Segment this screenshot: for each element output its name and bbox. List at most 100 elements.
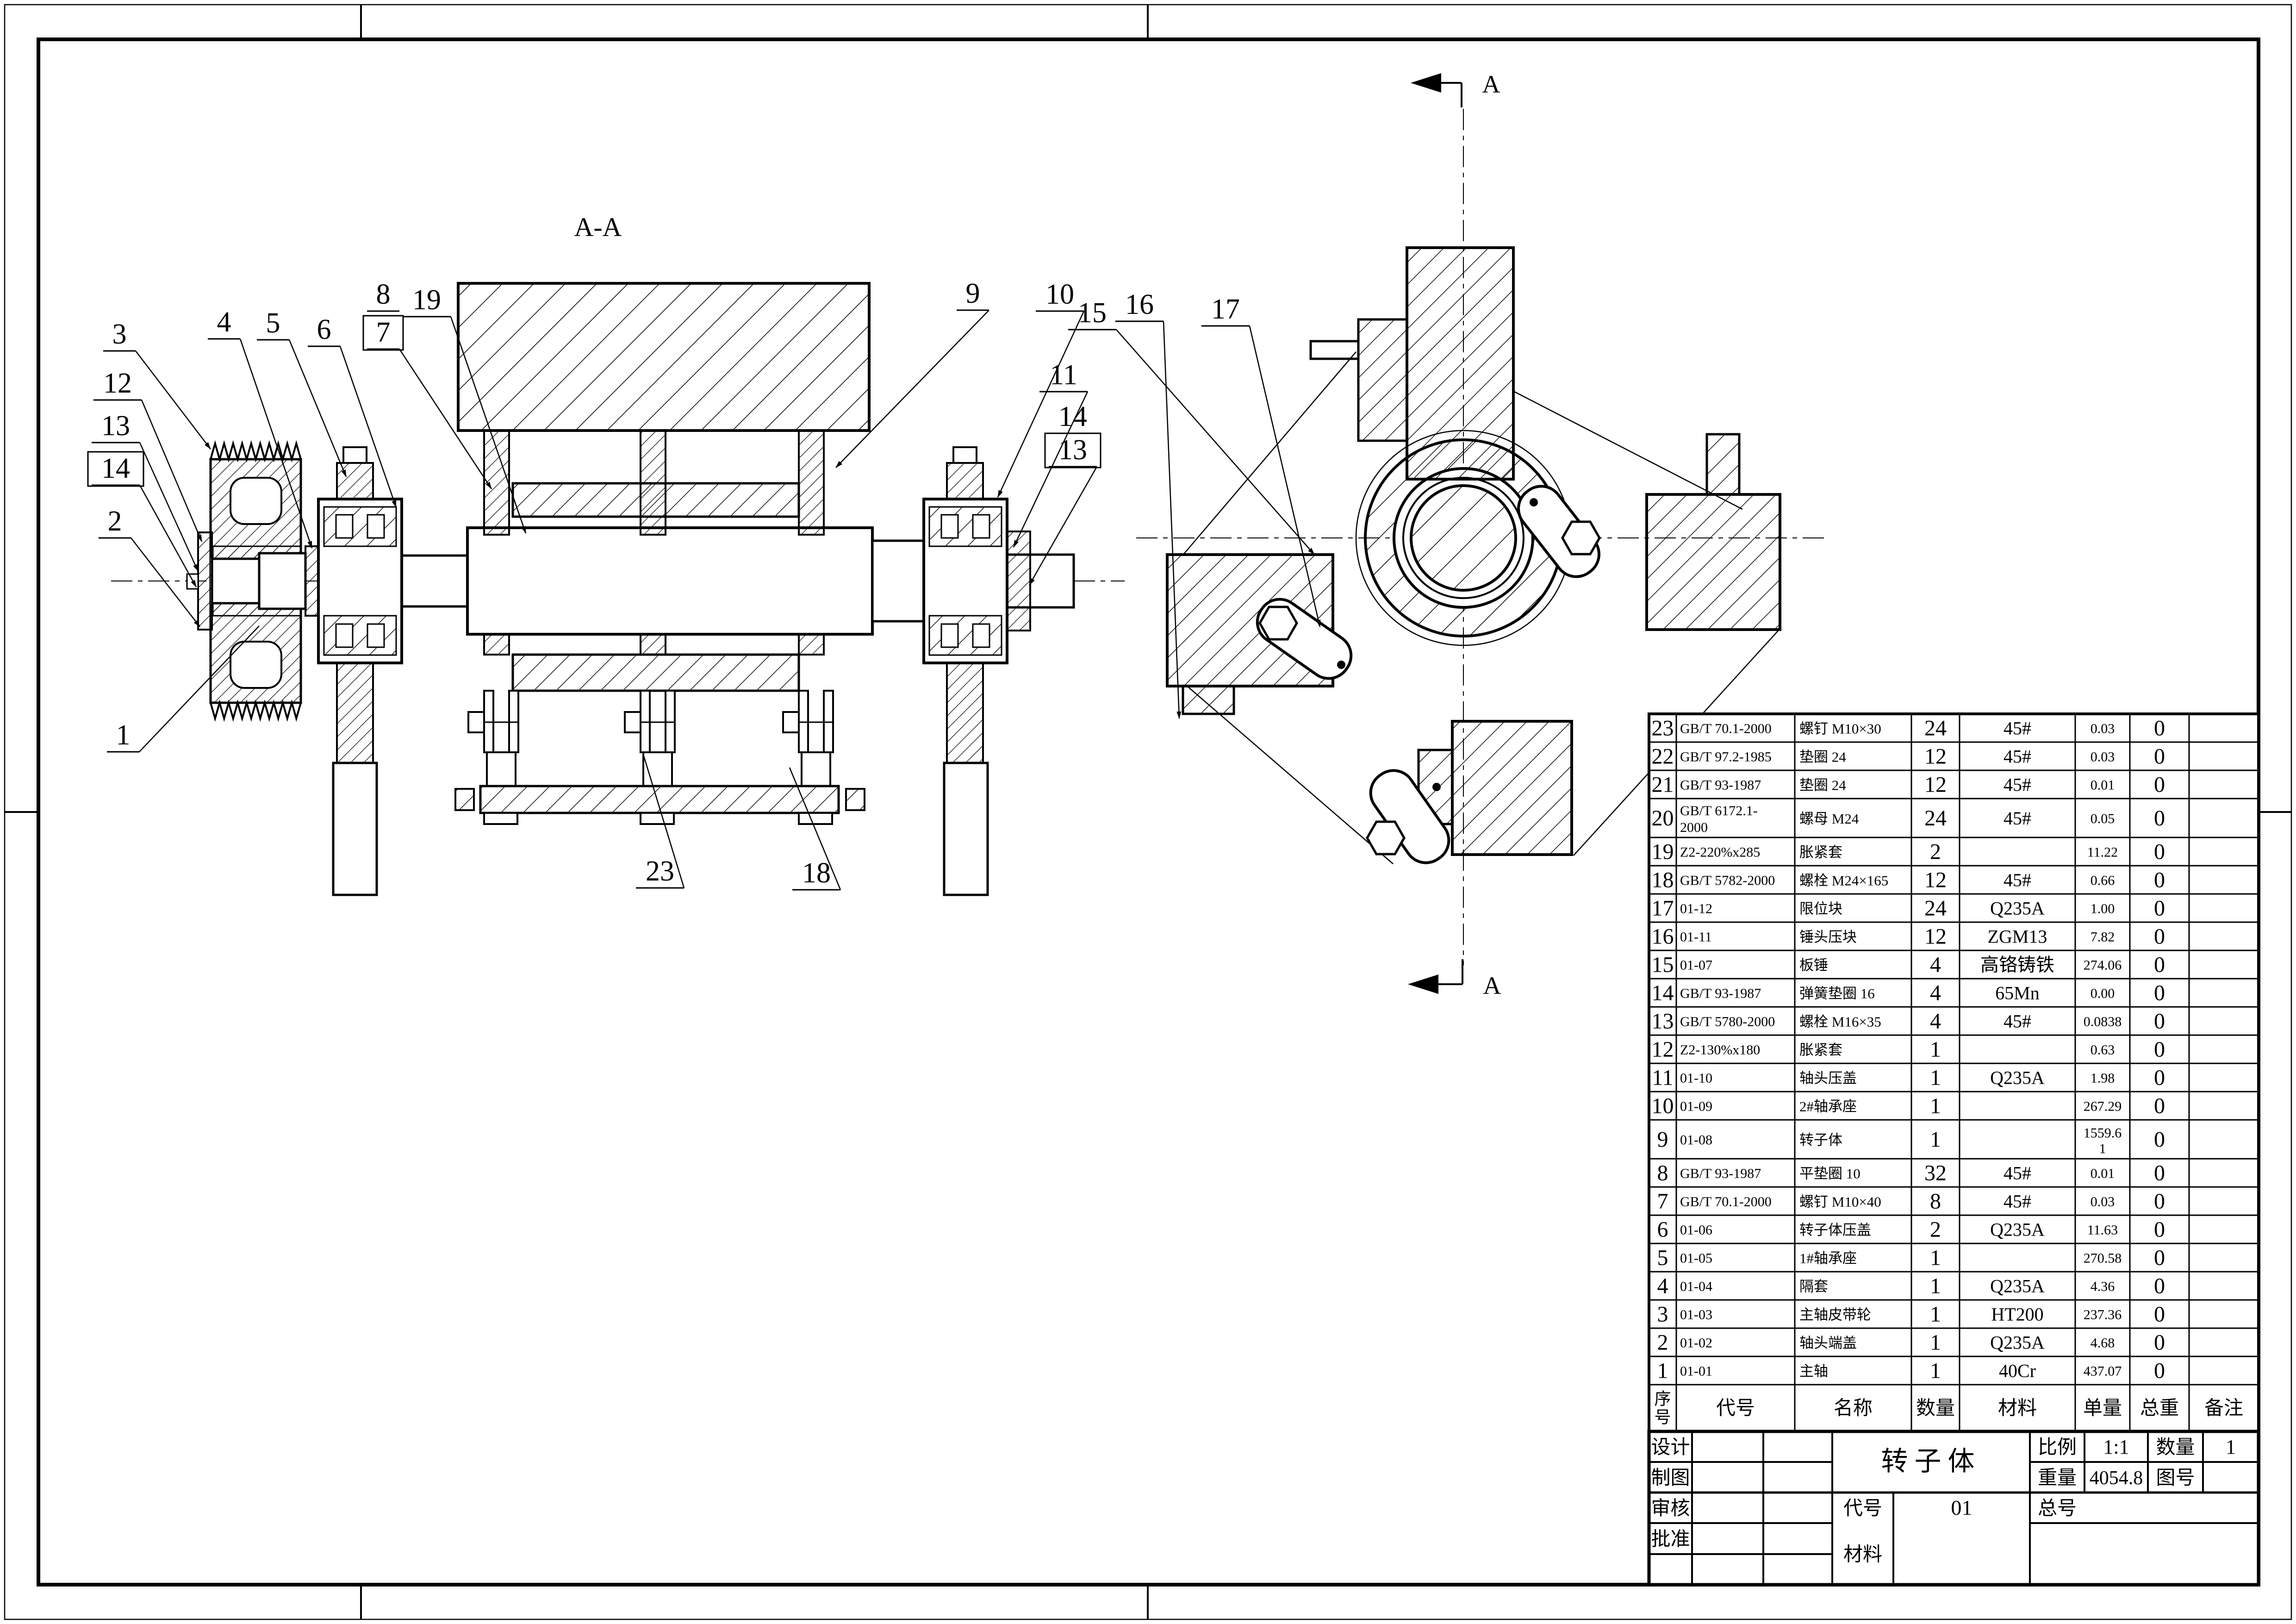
svg-text:GB/T 5780-2000: GB/T 5780-2000 [1680,1014,1775,1030]
svg-text:0: 0 [2154,840,2165,864]
svg-text:0: 0 [2154,1330,2165,1355]
callout-11: 11 [1013,359,1089,548]
callout-5: 5 [257,307,347,477]
callout-number: 1 [116,719,131,751]
svg-text:40Cr: 40Cr [1999,1361,2036,1381]
bolt-head [624,711,641,733]
section-arrowhead [1408,974,1438,994]
callout-14: 14 [87,451,197,587]
bolt-head [467,711,485,733]
section-letter: A [1482,70,1500,98]
svg-text:8: 8 [1657,1161,1668,1186]
svg-text:45#: 45# [2004,808,2031,829]
svg-text:4: 4 [1657,1274,1668,1299]
svg-text:GB/T 93-1987: GB/T 93-1987 [1680,1166,1761,1181]
svg-text:01-05: 01-05 [1680,1251,1712,1266]
svg-text:HT200: HT200 [1991,1304,2043,1325]
svg-text:垫圈 24: 垫圈 24 [1799,777,1846,793]
svg-text:16: 16 [1652,924,1674,949]
title-row-label: 设计 [1651,1437,1690,1458]
svg-text:Q235A: Q235A [1990,898,2045,919]
svg-text:270.58: 270.58 [2084,1251,2122,1266]
svg-text:1#轴承座: 1#轴承座 [1799,1250,1857,1267]
rotor-press-cover-bottom [511,653,800,692]
svg-text:2: 2 [1930,1218,1941,1242]
svg-text:7: 7 [1657,1189,1668,1214]
svg-text:1559.6: 1559.6 [2084,1125,2122,1141]
svg-text:2000: 2000 [1680,820,1708,835]
title-row-label: 审核 [1651,1498,1690,1519]
callout-15: 15 [1068,297,1315,555]
svg-text:0: 0 [2154,1274,2165,1299]
svg-text:GB/T 97.2-1985: GB/T 97.2-1985 [1680,750,1772,765]
bearing-seat-1 [317,446,403,896]
callout-number: 5 [266,307,280,339]
svg-text:代号: 代号 [1843,1498,1882,1519]
svg-text:21: 21 [1652,773,1674,797]
svg-text:锤头压块: 锤头压块 [1799,929,1857,945]
callout-number: 13 [101,410,130,442]
svg-text:1: 1 [1930,1330,1941,1355]
svg-text:4.36: 4.36 [2091,1279,2115,1294]
svg-text:螺栓 M24×165: 螺栓 M24×165 [1799,873,1888,889]
svg-text:10: 10 [1652,1094,1674,1118]
svg-text:15: 15 [1652,953,1674,977]
svg-text:胀紧套: 胀紧套 [1799,844,1842,861]
svg-text:GB/T 5782-2000: GB/T 5782-2000 [1680,873,1775,888]
svg-text:重量: 重量 [2038,1468,2077,1489]
svg-text:胀紧套: 胀紧套 [1799,1042,1842,1058]
svg-text:主轴皮带轮: 主轴皮带轮 [1799,1307,1871,1323]
callout-number: 3 [112,319,127,350]
svg-text:0: 0 [2154,1037,2165,1062]
callout-18: 18 [789,767,841,891]
callout-number: 12 [103,368,132,399]
svg-text:24: 24 [1924,896,1947,921]
svg-text:267.29: 267.29 [2084,1099,2122,1114]
svg-text:45#: 45# [2004,746,2031,767]
svg-text:0: 0 [2154,1359,2165,1383]
svg-text:0.05: 0.05 [2091,811,2115,826]
svg-text:2: 2 [1930,840,1941,864]
callout-17: 17 [1201,294,1321,627]
hammer-blocks [1166,246,1781,856]
svg-text:单量: 单量 [2083,1398,2122,1419]
part-name: 转子体 [1881,1446,1981,1476]
svg-text:45#: 45# [2004,1191,2031,1212]
svg-text:01-09: 01-09 [1680,1099,1712,1114]
svg-text:轴头端盖: 轴头端盖 [1799,1335,1857,1351]
svg-text:0: 0 [2154,981,2165,1006]
title-row-label: 批准 [1651,1529,1690,1550]
callout-4: 4 [208,306,313,549]
svg-text:12: 12 [1924,744,1947,769]
svg-text:12: 12 [1924,773,1947,797]
svg-text:Q235A: Q235A [1990,1276,2045,1297]
svg-text:总号: 总号 [2038,1498,2077,1519]
callout-1: 1 [107,625,260,753]
svg-text:Q235A: Q235A [1990,1219,2045,1240]
svg-text:11: 11 [1652,1066,1673,1090]
svg-text:转子体: 转子体 [1799,1132,1842,1148]
svg-text:4.68: 4.68 [2091,1336,2115,1351]
callout-6: 6 [308,314,397,508]
callout-number: 14 [1058,401,1087,432]
callout-13: 13 [92,410,199,572]
hex-hole [1561,520,1601,556]
svg-text:1: 1 [1930,1094,1941,1118]
callout-number: 11 [1050,359,1077,391]
svg-text:1: 1 [1930,1066,1941,1090]
svg-text:01-11: 01-11 [1680,930,1712,945]
svg-text:274.06: 274.06 [2084,958,2122,973]
svg-text:4: 4 [1930,981,1941,1006]
svg-text:数量: 数量 [2156,1437,2195,1458]
svg-text:237.36: 237.36 [2084,1307,2122,1323]
